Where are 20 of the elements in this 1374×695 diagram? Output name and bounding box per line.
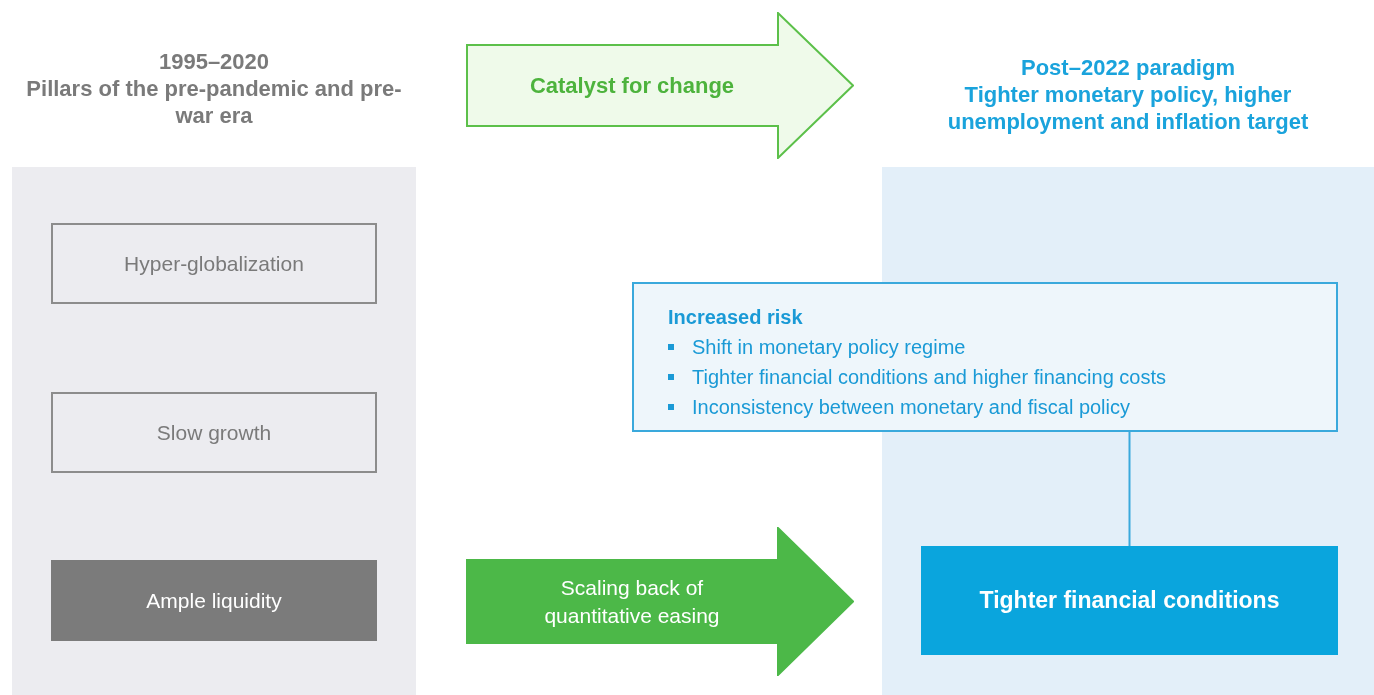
risk-box: [632, 282, 1338, 432]
pillar-label: Ample liquidity: [146, 587, 282, 614]
risk-item: Shift in monetary policy regime: [692, 335, 966, 360]
pillar-label: Hyper-globalization: [124, 250, 304, 277]
arrow-label: Catalyst for change: [529, 72, 735, 100]
result-box: [921, 546, 1338, 655]
connector-line: [1128, 431, 1131, 547]
pillar-box: [51, 560, 377, 641]
column-heading: Post–2022 paradigm: [1020, 53, 1236, 81]
risk-item: Inconsistency between monetary and fiscal policy: [692, 395, 1130, 420]
column-heading: 1995–2020: [157, 47, 271, 75]
pillar-box: [51, 223, 377, 304]
result-label: Tighter financial conditions: [979, 586, 1280, 616]
risk-item: Tighter financial conditions and higher financing costs: [692, 365, 1166, 390]
column-heading: Pillars of the pre-pandemic and pre-war era: [25, 74, 403, 129]
column-heading: Tighter monetary policy, higher unemployment and inflation target: [946, 80, 1310, 135]
risk-heading: Increased risk: [668, 305, 804, 330]
pillar-label: Slow growth: [156, 419, 272, 446]
arrow-label: Scaling back of quantitative easing: [543, 574, 721, 629]
pillar-box: [51, 392, 377, 473]
